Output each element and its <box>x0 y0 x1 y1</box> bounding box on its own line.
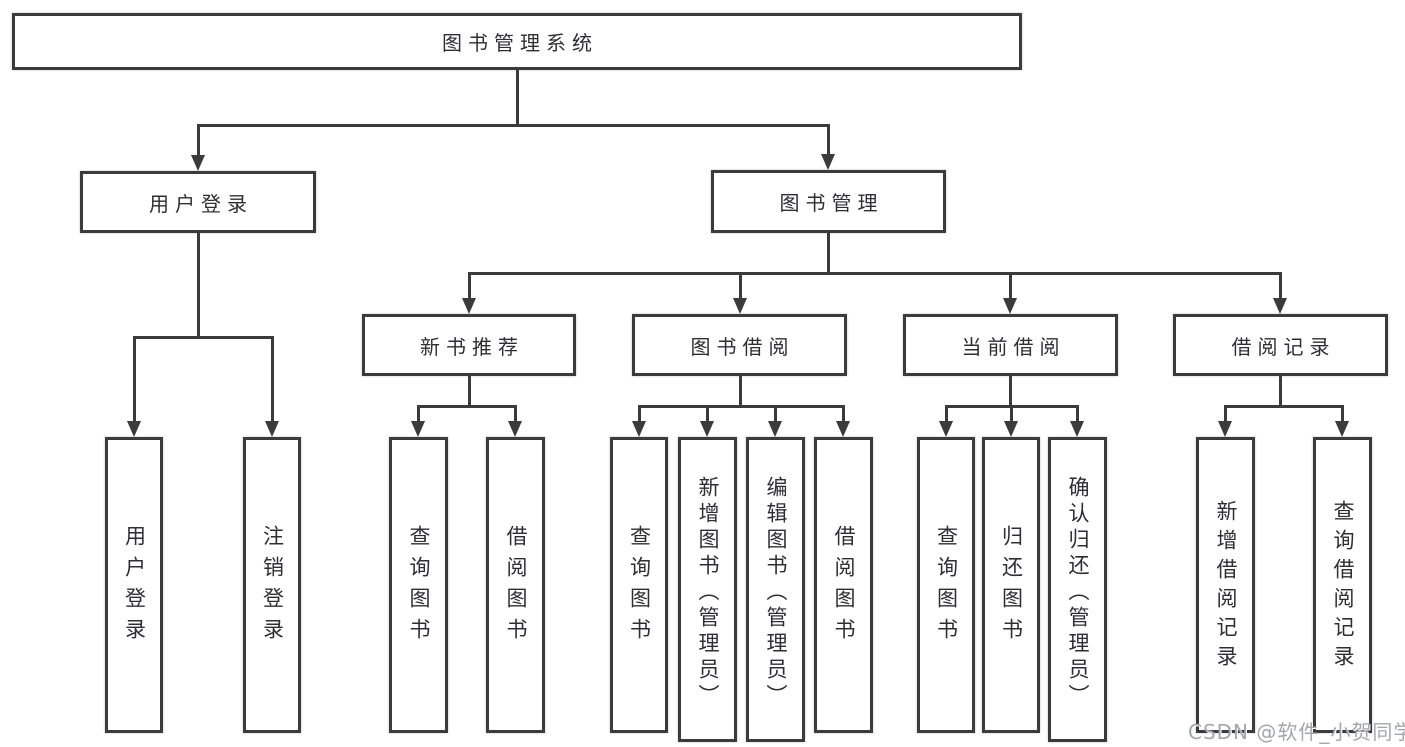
arrow-down-icon <box>939 421 953 437</box>
connector-drop-leaf <box>133 336 136 422</box>
arrow-down-icon <box>821 154 835 170</box>
arrow-down-icon <box>265 421 279 437</box>
leaf-add-books-admin: 新增图书（管理员） <box>678 437 737 742</box>
arrow-down-icon <box>733 298 747 314</box>
leaf-add-borrow-record: 新增借阅记录 <box>1196 437 1255 733</box>
connector-drop-current <box>1009 272 1012 299</box>
leaf-query-borrow-record: 查询借阅记录 <box>1313 437 1372 733</box>
connector-drop-leaf <box>1076 405 1079 422</box>
connector-drop-leaf <box>1010 405 1013 422</box>
leaf-query-books-3: 查询图书 <box>917 437 975 733</box>
connector-trunk <box>739 376 742 408</box>
connector-rail <box>1224 405 1343 408</box>
connector-root-trunk <box>516 70 519 124</box>
node-book-borrowing: 图书借阅 <box>632 314 847 376</box>
arrow-down-icon <box>836 421 850 437</box>
node-user-login: 用户登录 <box>80 171 316 233</box>
connector-drop-leaf <box>1341 405 1344 422</box>
connector-drop-leaf <box>417 405 420 422</box>
connector-level2-rail <box>197 124 830 127</box>
connector-trunk <box>468 376 471 408</box>
arrow-down-icon <box>1273 298 1287 314</box>
node-new-book-recommend: 新书推荐 <box>362 314 576 376</box>
connector-drop-book-mgmt <box>827 124 830 155</box>
connector-drop-leaf <box>774 405 777 422</box>
connector-rail <box>638 405 844 408</box>
connector-trunk <box>1279 376 1282 408</box>
connector-user-login-rail <box>133 336 274 339</box>
arrow-down-icon <box>508 421 522 437</box>
connector-drop-user-login <box>197 124 200 156</box>
arrow-down-icon <box>191 155 205 171</box>
arrow-down-icon <box>1335 421 1349 437</box>
node-borrowing-records: 借阅记录 <box>1173 314 1388 376</box>
leaf-return-books: 归还图书 <box>982 437 1040 733</box>
connector-rail <box>417 405 517 408</box>
connector-drop-leaf <box>706 405 709 422</box>
arrow-down-icon <box>1004 421 1018 437</box>
arrow-down-icon <box>632 421 646 437</box>
leaf-query-books-1: 查询图书 <box>389 437 448 733</box>
connector-drop-borrowing <box>739 272 742 299</box>
connector-drop-records <box>1279 272 1282 299</box>
connector-drop-leaf <box>1224 405 1227 422</box>
arrow-down-icon <box>462 298 476 314</box>
connector-level3-rail <box>468 272 1282 275</box>
arrow-down-icon <box>1003 298 1017 314</box>
node-root-library-management-system: 图书管理系统 <box>12 13 1022 70</box>
connector-book-mgmt-trunk <box>827 233 830 275</box>
arrow-down-icon <box>1218 421 1232 437</box>
leaf-edit-books-admin: 编辑图书（管理员） <box>746 437 805 742</box>
arrow-down-icon <box>768 421 782 437</box>
leaf-borrow-books-2: 借阅图书 <box>814 437 873 733</box>
arrow-down-icon <box>700 421 714 437</box>
leaf-logout: 注销登录 <box>243 437 301 733</box>
connector-trunk <box>1009 376 1012 408</box>
node-book-management: 图书管理 <box>711 170 946 233</box>
leaf-confirm-return-admin: 确认归还（管理员） <box>1048 437 1107 742</box>
leaf-query-books-2: 查询图书 <box>610 437 668 733</box>
arrow-down-icon <box>411 421 425 437</box>
connector-drop-leaf <box>945 405 948 422</box>
connector-drop-leaf <box>514 405 517 422</box>
connector-drop-leaf <box>842 405 845 422</box>
connector-drop-leaf <box>271 336 274 422</box>
connector-drop-new-book <box>468 272 471 299</box>
arrow-down-icon <box>1070 421 1084 437</box>
arrow-down-icon <box>127 421 141 437</box>
csdn-watermark: CSDN @软件_小贺同学 <box>1188 720 1405 744</box>
leaf-user-login: 用户登录 <box>105 437 163 733</box>
leaf-borrow-books-1: 借阅图书 <box>486 437 545 733</box>
node-current-borrowing: 当前借阅 <box>903 314 1118 376</box>
connector-drop-leaf <box>638 405 641 422</box>
connector-user-login-trunk <box>197 233 200 339</box>
